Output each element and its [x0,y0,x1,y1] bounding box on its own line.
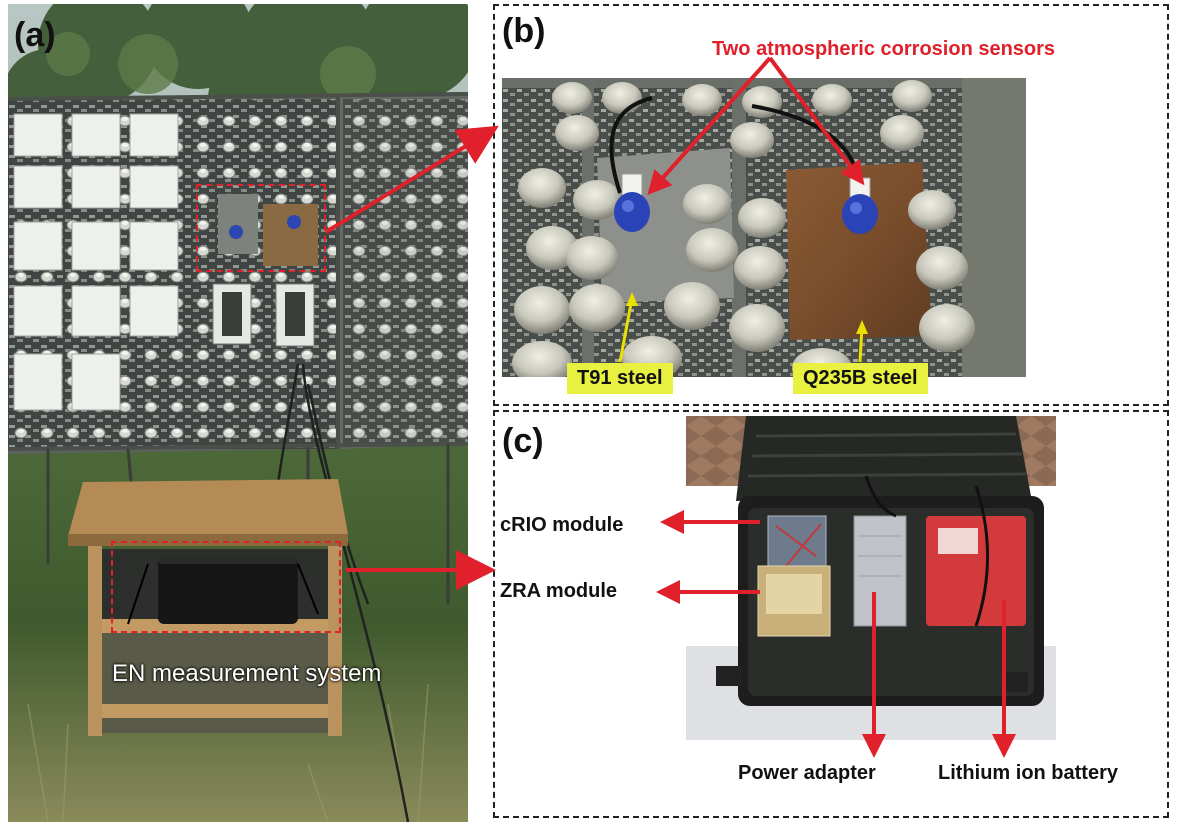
power-adapter-label: Power adapter [738,762,876,784]
crio-module-label: cRIO module [500,514,624,536]
panel-a-photo [8,4,468,822]
arrow-sensor-right [768,56,865,186]
panel-b-photo [502,78,1026,377]
panel-b-label: (b) [502,12,546,50]
t91-steel-tag: T91 steel [567,363,673,394]
zra-module-label: ZRA module [500,580,618,602]
panel-b-frame [493,4,1169,406]
panel-c-label: (c) [502,422,544,460]
highlight-box-en-system [111,541,341,633]
q235b-steel-tag: Q235B steel [793,363,928,394]
panel-c-photo [686,416,1056,740]
arrow-t91 [618,297,634,363]
en-measurement-caption: EN measurement system [112,660,382,687]
arrow-a-to-b [324,125,499,234]
sensors-annotation: Two atmospheric corrosion sensors [712,38,1056,60]
lithium-battery-label: Lithium ion battery [938,762,1118,784]
arrow-sensor-left [647,56,772,195]
highlight-box-sensors [196,184,326,272]
panel-c-frame [493,410,1169,818]
panel-a-label: (a) [14,16,56,54]
